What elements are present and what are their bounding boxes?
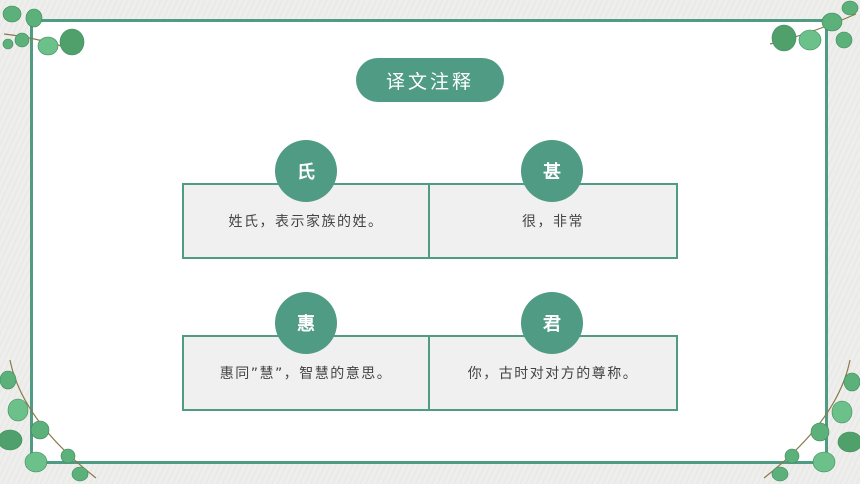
note-definition: 姓氏，表示家族的姓。 — [228, 214, 384, 230]
note-term-badge: 氏 — [275, 140, 337, 202]
note-definition: 你，古时对对方的尊称。 — [467, 366, 639, 382]
leaf-decoration-top-left-icon — [2, 5, 85, 56]
page-title: 译文注释 — [356, 58, 504, 102]
note-definition: 惠同”慧”，智慧的意思。 — [219, 366, 393, 382]
leaf-decoration-bottom-left-icon — [0, 360, 97, 482]
note-term-badge: 甚 — [521, 140, 583, 202]
note-term-badge: 惠 — [275, 292, 337, 354]
leaf-decoration-top-right-icon — [769, 0, 859, 52]
note-term-badge: 君 — [521, 292, 583, 354]
leaf-decoration-bottom-right-icon — [763, 360, 860, 482]
note-definition: 很，非常 — [522, 214, 584, 230]
